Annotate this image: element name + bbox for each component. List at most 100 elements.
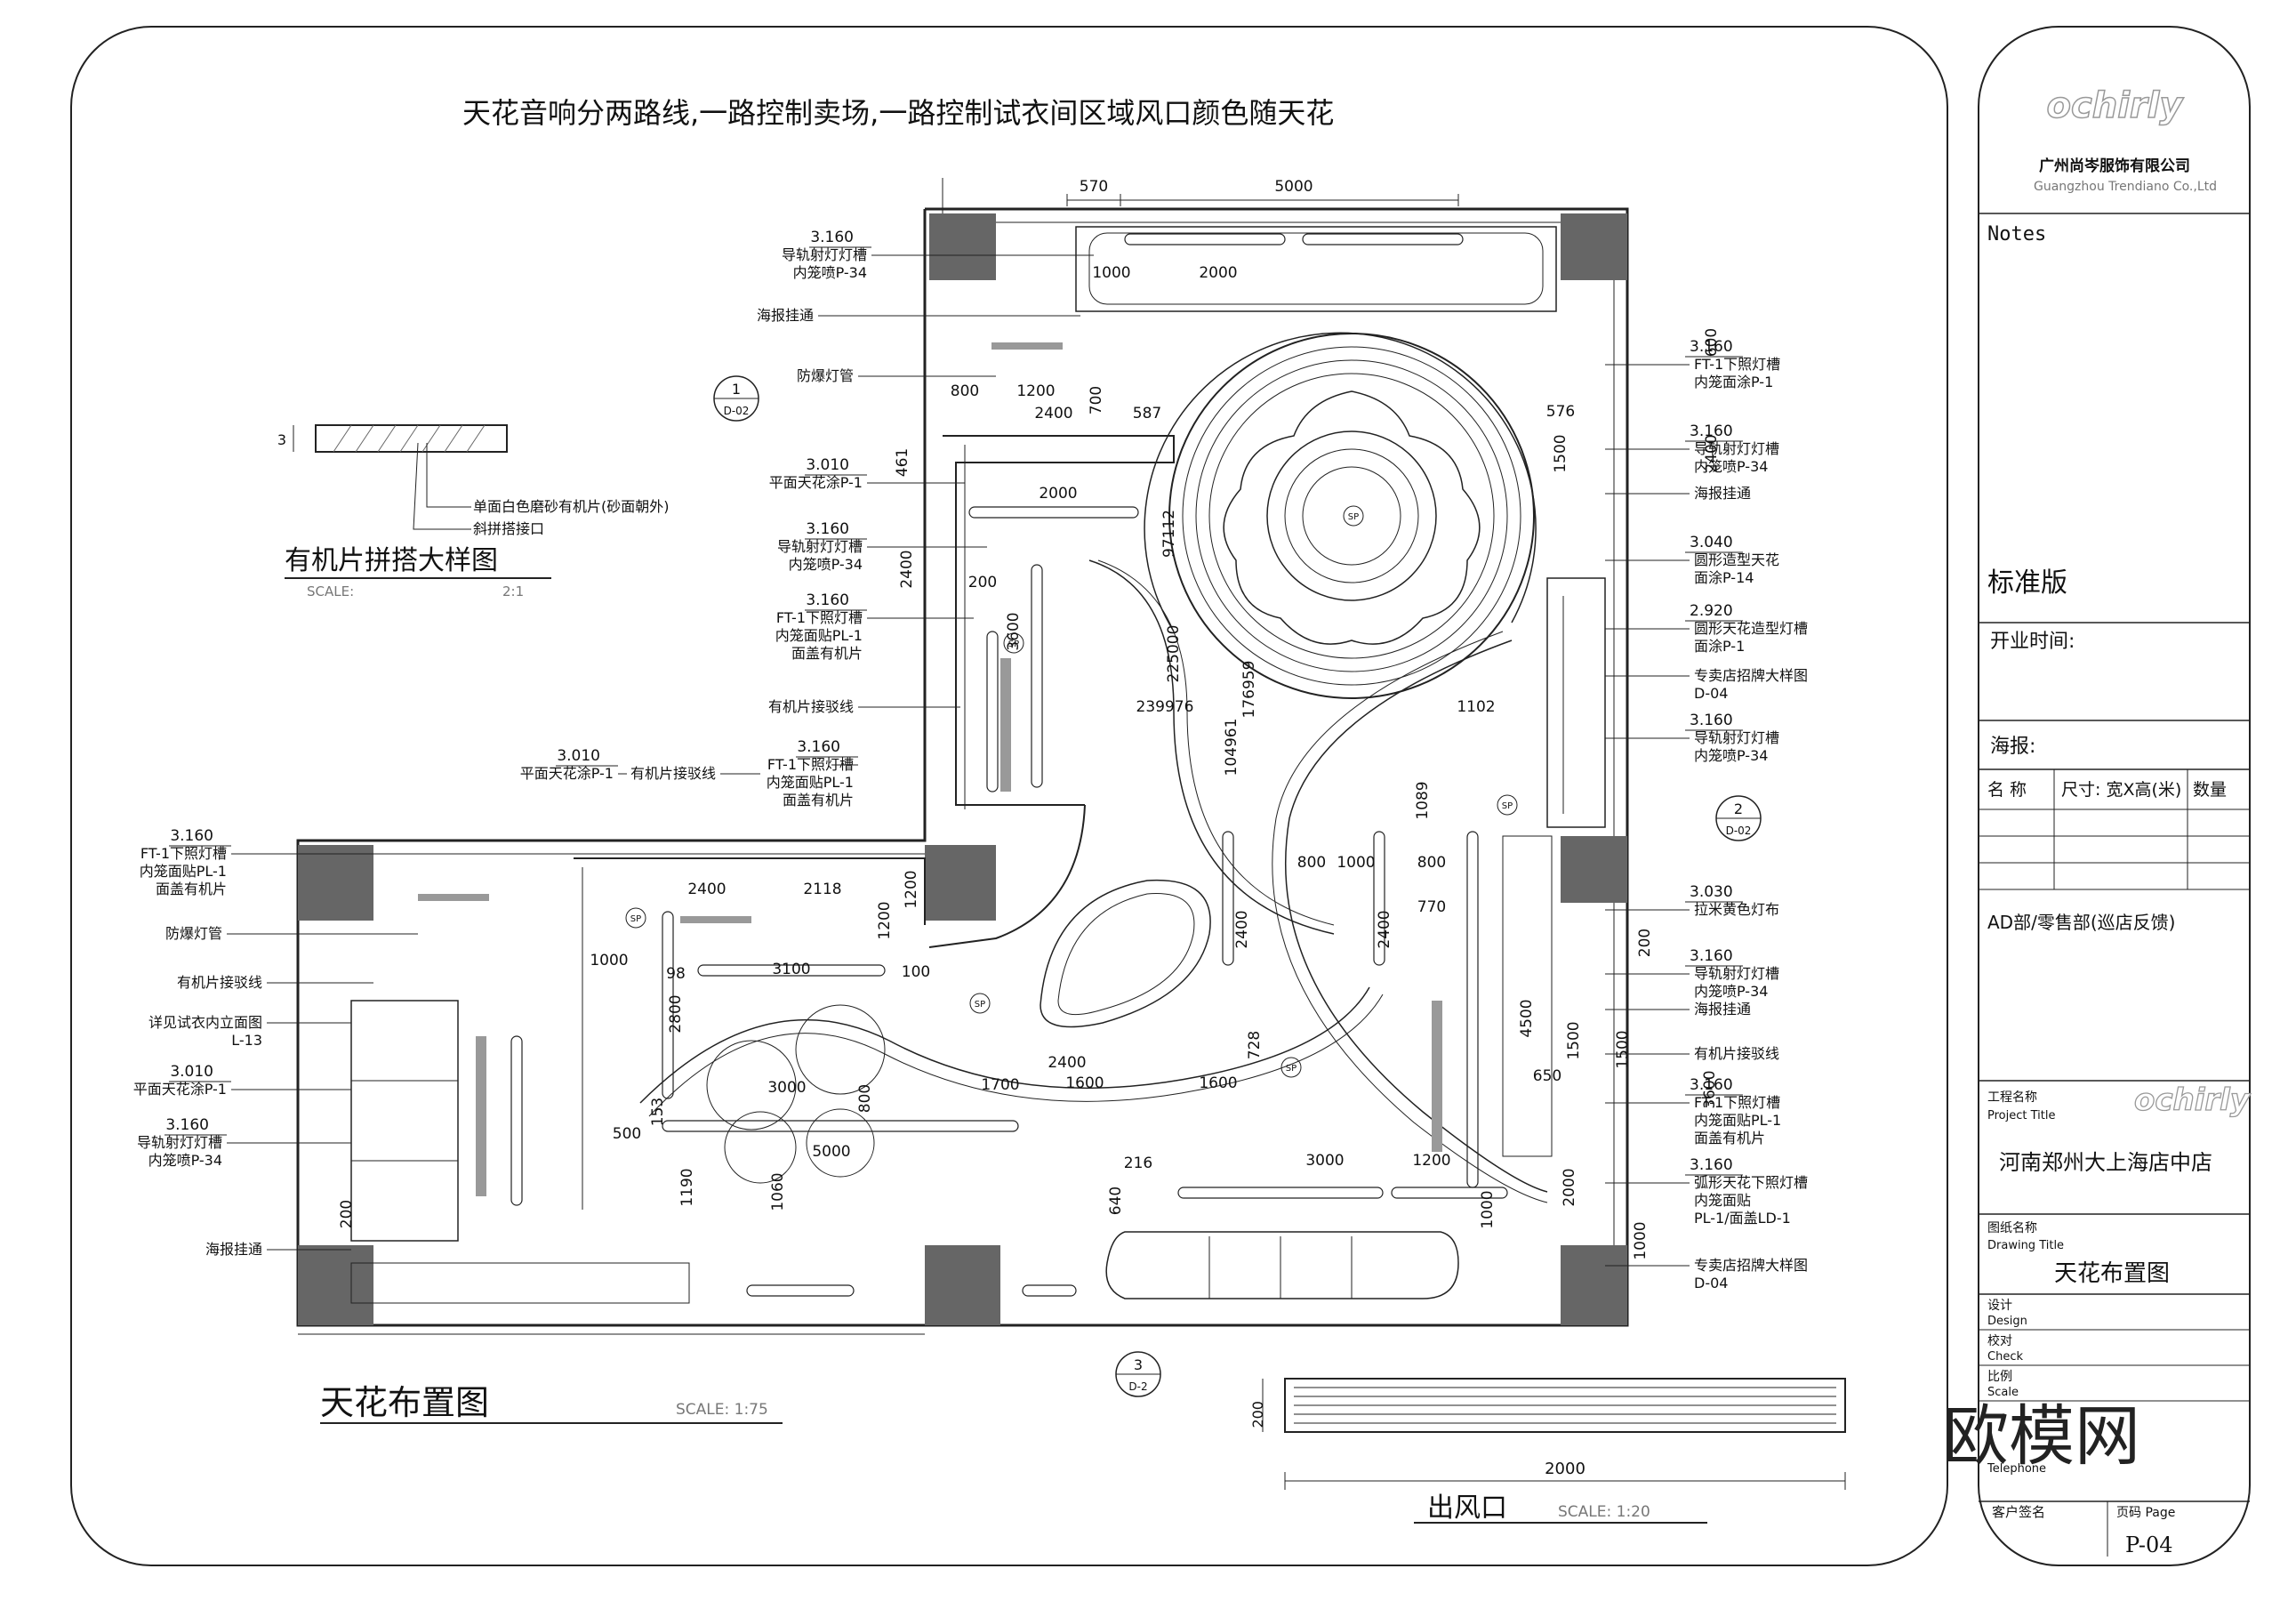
- svg-text:3: 3: [1134, 1356, 1143, 1373]
- speaker-icon: SP: [969, 993, 991, 1014]
- dimension-label: 4500: [1518, 999, 1536, 1037]
- callout-label: 防爆灯管: [165, 925, 222, 942]
- svg-text:2: 2: [1734, 800, 1743, 817]
- callout-label: 海报挂通: [1694, 1001, 1751, 1018]
- drawing-label-en: Drawing Title: [1987, 1239, 2064, 1252]
- dimension-label: 800: [951, 382, 979, 400]
- dimension-label: 2400: [1376, 910, 1393, 948]
- dimension-label: 239976: [1136, 698, 1194, 716]
- callout-sub: 面盖有机片: [1694, 1130, 1765, 1146]
- dimension-label: 500: [613, 1125, 641, 1143]
- callout-label: 有机片接驳线: [630, 765, 716, 782]
- opening-time-label: 开业时间:: [1990, 631, 2075, 653]
- dimension-label: 587: [1133, 405, 1161, 422]
- dimension-label: 5000: [812, 1143, 850, 1161]
- dimension-label: 3000: [767, 1079, 806, 1097]
- speaker-icon: SP: [1280, 1057, 1302, 1078]
- drawing-name: 天花布置图: [2054, 1260, 2170, 1287]
- section-marker-2: 2 D-02: [1715, 795, 1762, 841]
- version-label: 标准版: [1987, 567, 2067, 599]
- callout-label: 海报挂通: [757, 307, 814, 324]
- dimension-label: 700: [1088, 386, 1105, 414]
- section-marker-1: 1 D-02: [713, 375, 759, 422]
- design-label-en: Design: [1987, 1315, 2027, 1328]
- dimension-label: 1089: [1414, 781, 1432, 819]
- svg-text:SP: SP: [1008, 640, 1019, 649]
- curved-track: [1088, 559, 1335, 935]
- drawing-label-cn: 图纸名称: [1987, 1221, 2037, 1235]
- level-mark: 3.160: [806, 591, 849, 609]
- dimension-label: 1600: [1199, 1074, 1237, 1092]
- dimension-label: 216: [1124, 1154, 1152, 1172]
- dimension-label: 3100: [772, 961, 810, 978]
- callout-label: 导轨射灯灯槽: [137, 1134, 222, 1151]
- dimension-label: 2800: [667, 994, 685, 1033]
- dimension-label: 3600: [1701, 1070, 1719, 1108]
- callout-label: 专卖店招牌大样图: [1694, 667, 1808, 684]
- callout-label: 海报挂通: [205, 1241, 262, 1258]
- dimension-label: 98: [666, 965, 686, 983]
- callout-label: 平面天花涂P-1: [133, 1081, 227, 1098]
- callout-sub: 内笼面贴PL-1: [1694, 1112, 1781, 1129]
- dimension-label: 650: [1533, 1067, 1561, 1085]
- callout-sub: 内笼面贴: [1694, 1192, 1751, 1209]
- column: [1561, 213, 1627, 280]
- light-troughs: [510, 233, 1508, 1297]
- table-header-name: 名 称: [1987, 780, 2027, 800]
- level-mark: 3.160: [170, 827, 213, 845]
- speaker-markers: SP SP SP SP SP SP: [625, 505, 1518, 1078]
- check-label-en: Check: [1987, 1350, 2023, 1364]
- dimension-label: 225000: [1165, 625, 1183, 683]
- vent-dim-w: 2000: [1545, 1460, 1586, 1478]
- dimension-label: 5000: [1274, 178, 1313, 196]
- callout-label: 导轨射灯灯槽: [1694, 729, 1779, 746]
- column: [925, 845, 996, 921]
- callout-sub: 面涂P-1: [1694, 638, 1745, 655]
- dimension-label: 1000: [590, 952, 628, 969]
- dimension-label: 1060: [769, 1172, 787, 1211]
- client-sign-label: 客户签名: [1992, 1504, 2045, 1520]
- column: [1561, 1245, 1627, 1325]
- fitting-rooms: [350, 1000, 459, 1242]
- callout-label: 有机片接驳线: [768, 698, 854, 715]
- dimension-label: 1500: [1614, 1030, 1632, 1068]
- dimension-label: 2400: [898, 550, 916, 588]
- speaker-icon: SP: [1003, 632, 1024, 654]
- callout-label: 平面天花涂P-1: [520, 765, 614, 782]
- level-mark: 2.920: [1690, 602, 1733, 620]
- notes-label: Notes: [1987, 223, 2046, 245]
- acrylic-detail: 3 单面白色磨砂有机片(砂面朝外) 斜拼搭接口 有机片拼搭大样图 SCALE: …: [277, 424, 670, 599]
- level-mark: 3.160: [165, 1116, 209, 1134]
- callout-label: 详见试衣内立面图: [149, 1014, 262, 1031]
- callout-sub: D-04: [1694, 1275, 1728, 1291]
- level-mark: 3.160: [1690, 422, 1733, 440]
- scale-label: 比例: [1987, 1370, 2012, 1384]
- callout-sub: 面盖有机片: [156, 881, 227, 897]
- detail-scale-value: 2:1: [502, 583, 524, 599]
- speaker-icon: SP: [1343, 505, 1364, 527]
- svg-text:D-02: D-02: [1726, 825, 1752, 837]
- callout-sub: L-13: [231, 1032, 262, 1049]
- column: [1561, 836, 1627, 903]
- section-marker-3: 3 D-2: [1115, 1351, 1161, 1397]
- dimension-label: 1000: [1479, 1190, 1497, 1228]
- watermark: 欧模网: [1943, 1398, 2140, 1475]
- callout-label: 有机片接驳线: [177, 974, 262, 991]
- detail-note-2: 斜拼搭接口: [473, 520, 544, 537]
- detail-title: 有机片拼搭大样图: [285, 545, 498, 576]
- callout-sub: PL-1/面盖LD-1: [1694, 1210, 1791, 1227]
- dimension-label: 2400: [1703, 434, 1721, 472]
- callout-sub: 内笼喷P-34: [1694, 458, 1768, 475]
- callout-label: 导轨射灯灯槽: [777, 538, 863, 555]
- dimension-label: 176959: [1240, 661, 1258, 719]
- project-label-cn: 工程名称: [1987, 1090, 2037, 1105]
- callout-sub: 内笼面贴PL-1: [767, 774, 854, 791]
- dimension-label: 461: [894, 448, 911, 477]
- svg-text:D-2: D-2: [1128, 1380, 1147, 1393]
- design-label: 设计: [1987, 1299, 2012, 1313]
- callout-label: 导轨射灯灯槽: [782, 246, 867, 263]
- dimension-label: 1500: [1565, 1021, 1583, 1059]
- callout-label: 弧形天花下照灯槽: [1694, 1174, 1808, 1191]
